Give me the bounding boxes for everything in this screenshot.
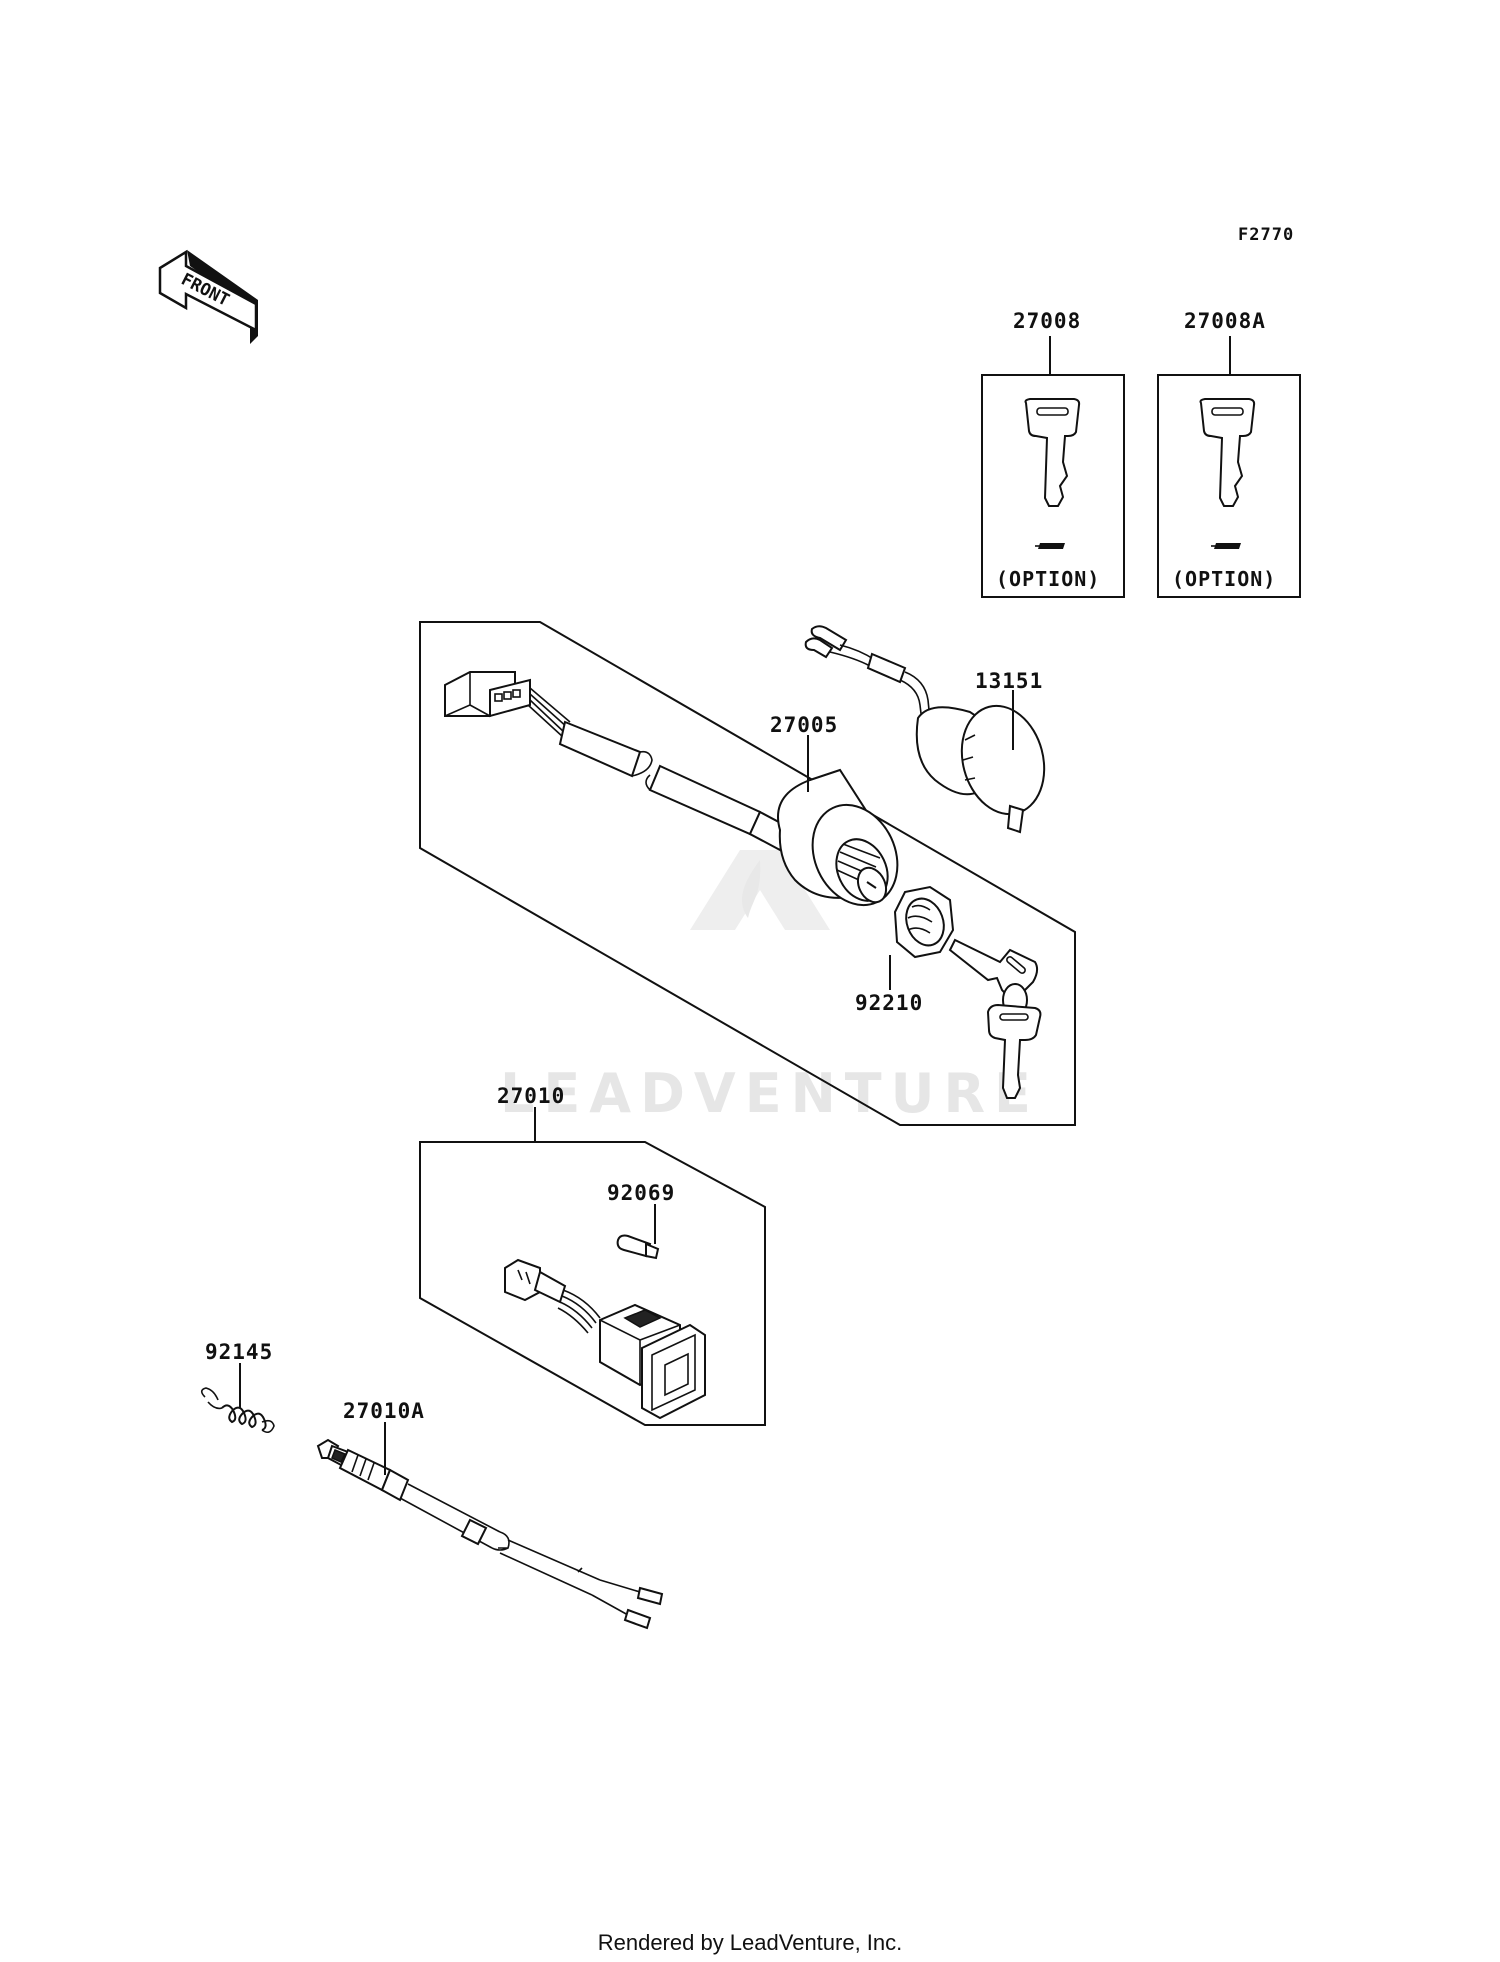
part-number-92145: 92145 [205, 1340, 273, 1364]
watermark: LEADVENTURE [500, 850, 1040, 1125]
ignition-switch-27005 [777, 768, 899, 907]
assembly-outline-27005 [419, 621, 1076, 1126]
leader-lines [239, 690, 1014, 1475]
spring-92145 [200, 1387, 275, 1434]
ignition-switch-harness [444, 671, 792, 852]
option-note-27008A: (OPTION) [1172, 567, 1276, 591]
part-number-27008: 27008 [1013, 309, 1081, 333]
front-arrow-icon: FRONT [158, 249, 258, 344]
footer-credit: Rendered by LeadVenture, Inc. [597, 1930, 903, 1955]
assembly-outline-27010 [419, 1141, 766, 1426]
part-number-27010A: 27010A [343, 1399, 425, 1423]
key-27008A: 27008A (OPTION) [1157, 309, 1301, 598]
figure-code: F2770 [1238, 225, 1294, 245]
key-27008: 27008 (OPTION) [981, 309, 1125, 598]
part-number-27010: 27010 [497, 1084, 565, 1108]
bulb-92069 [616, 1234, 660, 1260]
part-number-27008A: 27008A [1184, 309, 1266, 333]
nut-92210 [893, 885, 955, 959]
ignition-keys-pair [948, 938, 1042, 1099]
part-number-27005: 27005 [770, 713, 838, 737]
switch-27010 [504, 1258, 706, 1420]
switch-13151 [804, 625, 1046, 834]
watermark-text: LEADVENTURE [500, 1062, 1040, 1125]
option-note-27008: (OPTION) [996, 567, 1100, 591]
part-number-13151: 13151 [975, 669, 1043, 693]
brake-switch-27010A [316, 1438, 664, 1630]
part-number-92210: 92210 [855, 991, 923, 1015]
part-number-92069: 92069 [607, 1181, 675, 1205]
